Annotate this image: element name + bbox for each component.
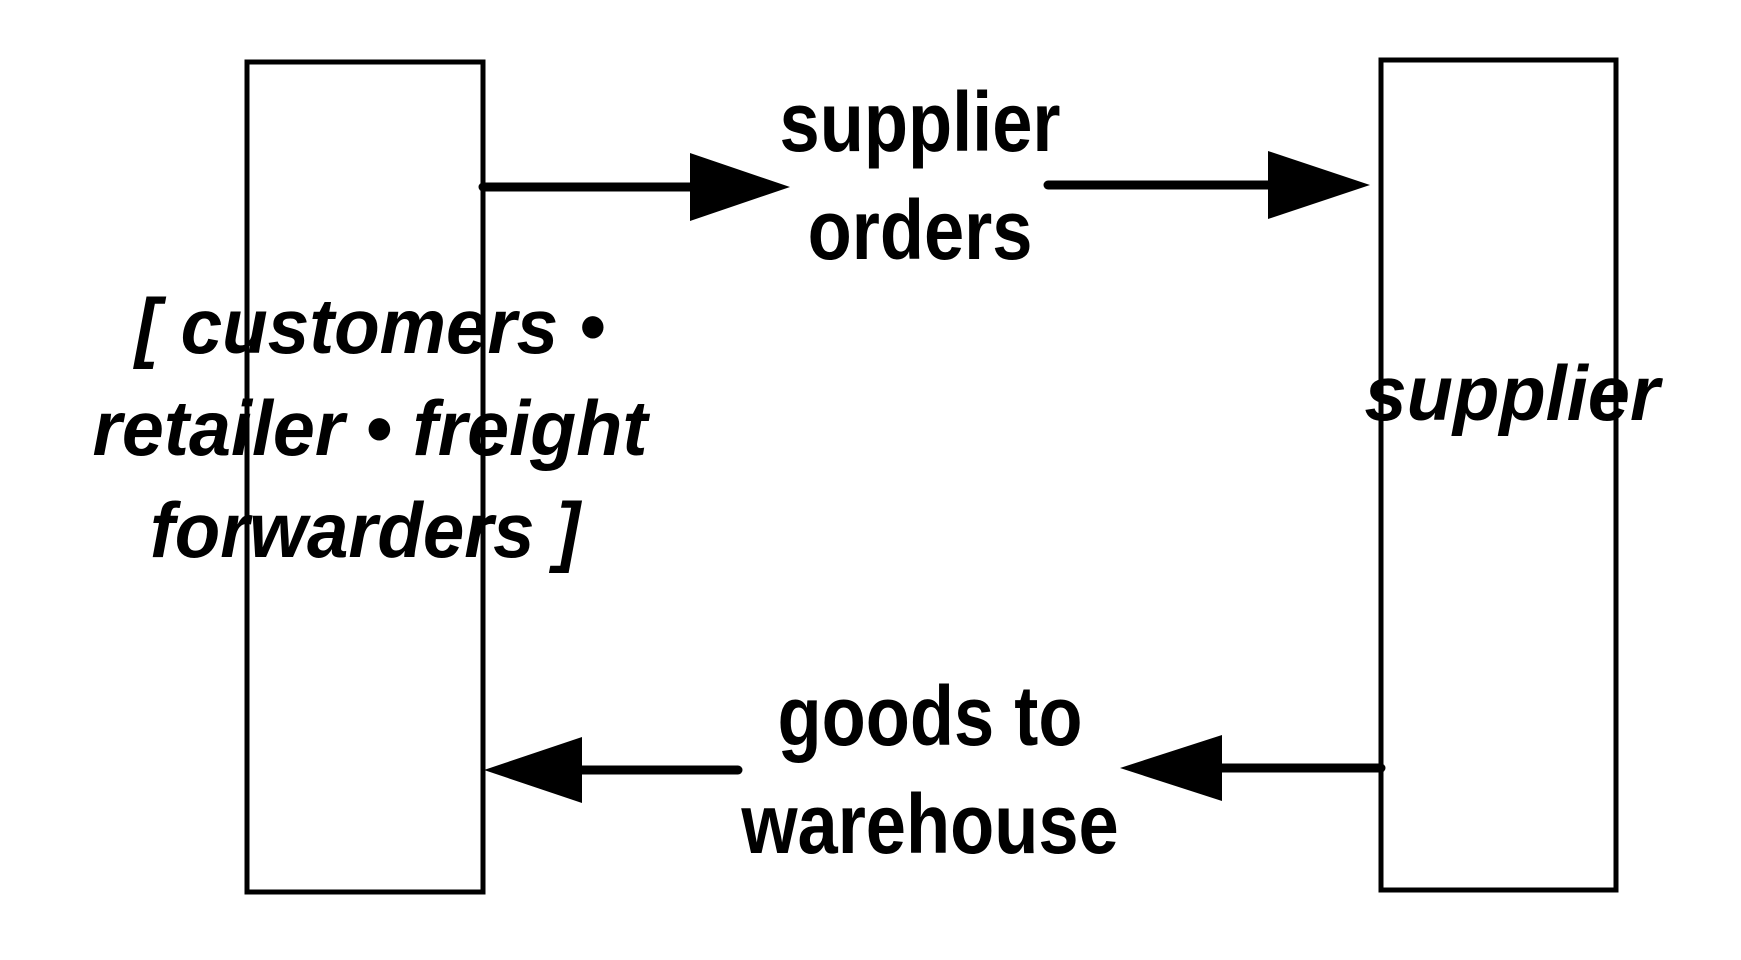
bottom-arrow-1-head [1120, 735, 1222, 801]
top-flow-label-line-1: supplier [780, 75, 1061, 169]
bottom-flow-label-line-2: warehouse [740, 777, 1118, 871]
bottom-arrow-2-head [484, 737, 582, 803]
top-flow-label-line-2: orders [808, 183, 1033, 277]
left-entity-box [244, 59, 486, 895]
right-entity-label: supplier [1365, 349, 1664, 437]
right-entity-box [1378, 57, 1619, 893]
left-entity-label-line-2: retailer • freight [93, 384, 651, 472]
left-entity-label-line-1: [ customers • [132, 282, 605, 370]
bottom-flow-label-line-1: goods to [778, 669, 1083, 763]
left-entity-label-line-3: forwarders ] [150, 486, 583, 574]
top-arrow-2-head [1268, 151, 1370, 219]
top-arrow-1-head [690, 153, 790, 221]
